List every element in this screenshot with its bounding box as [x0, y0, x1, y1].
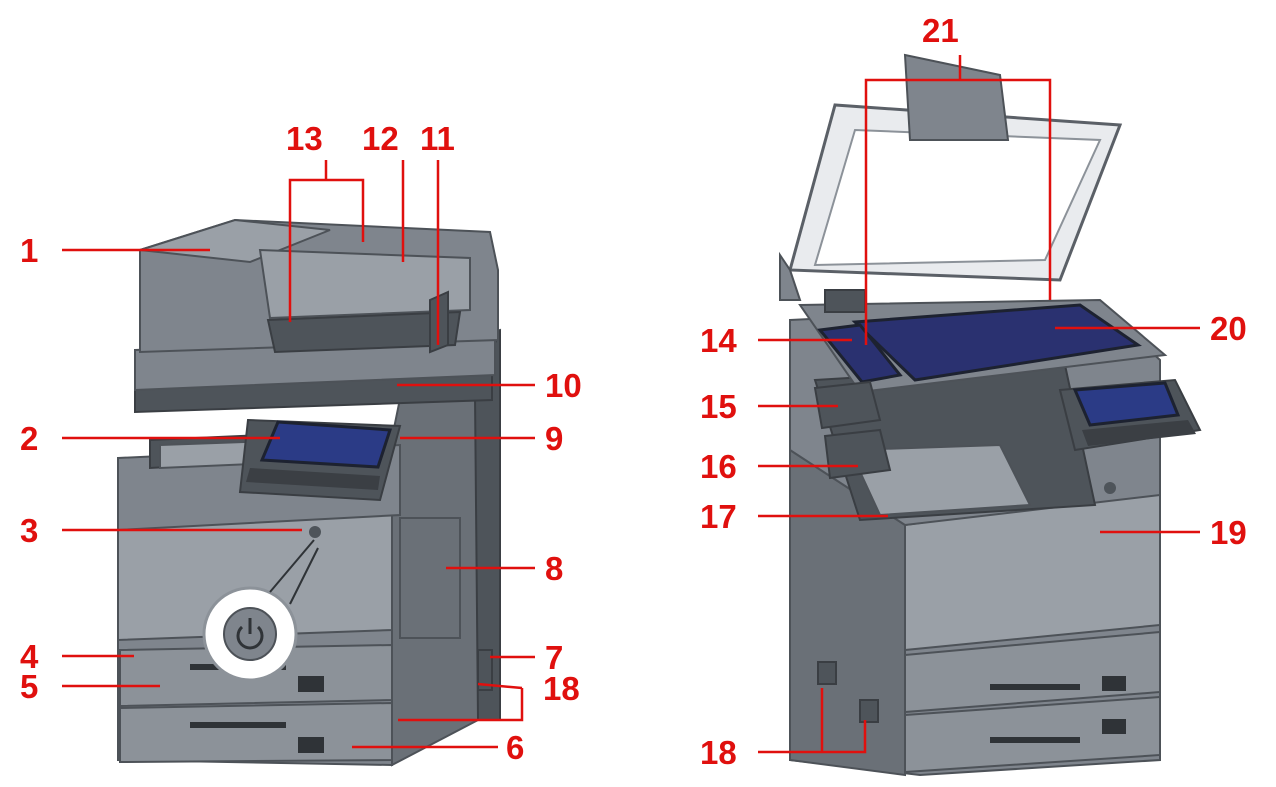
callout-3: 3: [20, 512, 38, 549]
platen-glass: [851, 303, 1142, 382]
document-processor-top: [139, 218, 331, 264]
lid-hinge: [824, 289, 866, 313]
callout-8: 8: [545, 550, 563, 587]
job-separator: [813, 380, 882, 430]
cassette-1-gauge: [298, 676, 324, 692]
callout-19: 19: [1210, 514, 1247, 551]
cassette-2: [119, 701, 393, 764]
cassette-2-handle: [190, 722, 286, 728]
callout-12: 12: [362, 120, 399, 157]
callout-2: 2: [20, 420, 38, 457]
right-lock-lever: [477, 649, 493, 691]
callout-1: 1: [20, 232, 38, 269]
callout-14: 14: [700, 322, 737, 359]
printer2-cassette-1-handle: [990, 684, 1080, 690]
callout-18-right: 18: [700, 734, 737, 771]
printer2-output-stack: [848, 443, 1032, 517]
callout-20: 20: [1210, 310, 1247, 347]
handle-2: [859, 699, 879, 723]
callout-13: 13: [286, 120, 323, 157]
printer-open-illustration: [779, 53, 1202, 777]
printer2-cassette-2-handle: [990, 737, 1080, 743]
callout-5: 5: [20, 668, 38, 705]
output-tray-upper: [823, 428, 892, 480]
printer2-power-indicator: [1104, 482, 1116, 494]
leader-lines: [62, 55, 1200, 754]
power-icon: [236, 625, 264, 650]
callout-18-left: 18: [543, 670, 580, 707]
callout-6: 6: [506, 729, 524, 766]
right-cover-1: [399, 517, 461, 639]
callout-17: 17: [700, 498, 737, 535]
callout-9: 9: [545, 420, 563, 457]
printer2-cassette-1: [904, 630, 1161, 714]
operation-panel-keys: [246, 468, 380, 490]
power-switch-location: [309, 526, 321, 538]
callout-15: 15: [700, 388, 737, 425]
callout-16: 16: [700, 448, 737, 485]
printer2-panel-keys: [1082, 420, 1196, 446]
printer2-cassette-2: [904, 695, 1161, 774]
touch-panel-screen: [259, 420, 393, 469]
callout-10: 10: [545, 367, 582, 404]
callout-21: 21: [922, 12, 959, 49]
original-cover-pad: [813, 128, 1102, 267]
cassette-2-gauge: [298, 737, 324, 753]
callout-11: 11: [420, 120, 455, 157]
printer2-touch-panel: [1072, 381, 1181, 427]
callout-4: 4: [20, 638, 39, 675]
lid-top-feeder: [903, 53, 1010, 141]
printer-front-illustration: [117, 218, 502, 767]
callout-7: 7: [545, 639, 563, 676]
handle-1: [817, 661, 837, 685]
original-tray: [258, 248, 471, 320]
callout-labels: 1 2 3 4 5 6 7 8 9 10 11 12 13 14 15 16 1…: [20, 12, 1247, 771]
original-eject-table: [266, 310, 462, 354]
